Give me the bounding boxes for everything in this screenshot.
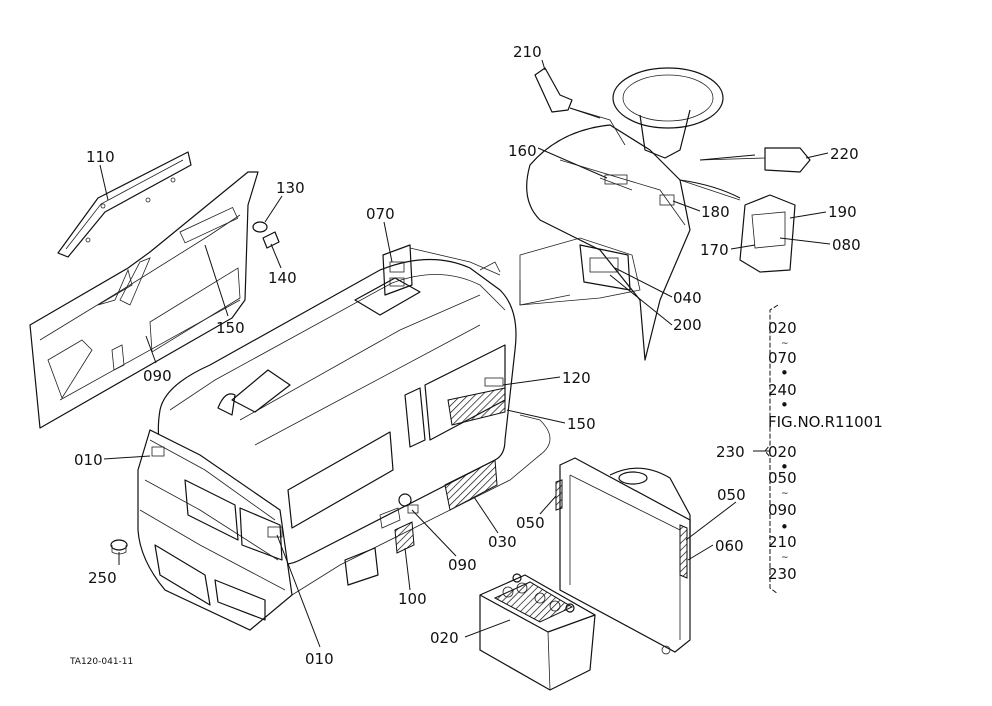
ref-group2-item: 230 xyxy=(768,565,797,583)
ref-group2-item: 050 xyxy=(768,469,797,487)
ref-group2-item: 210 xyxy=(768,533,797,551)
callout-110: 110 xyxy=(86,148,115,166)
battery-drawing xyxy=(479,573,596,691)
bullet-separator: • xyxy=(780,364,789,382)
callout-070: 070 xyxy=(366,205,395,223)
ref-group2-item: 020 xyxy=(768,443,797,461)
callout-060: 060 xyxy=(715,537,744,555)
callout-010: 010 xyxy=(74,451,103,469)
callout-130: 130 xyxy=(276,179,305,197)
callout-090: 090 xyxy=(448,556,477,574)
hood-drawing xyxy=(110,244,551,631)
range-tilde: ~ xyxy=(781,553,789,563)
footer-code: TA120-041-11 xyxy=(69,657,133,667)
ref-group1-item: 020 xyxy=(768,319,797,337)
bullet-separator: • xyxy=(780,396,789,414)
callout-040: 040 xyxy=(673,289,702,307)
callout-150: 150 xyxy=(567,415,596,433)
callout-050: 050 xyxy=(516,514,545,532)
bullet-separator: • xyxy=(780,458,789,476)
ref-group2-item: 090 xyxy=(768,501,797,519)
callout-250: 250 xyxy=(88,569,117,587)
callout-020: 020 xyxy=(430,629,459,647)
callout-170: 170 xyxy=(700,241,729,259)
callout-100: 100 xyxy=(398,590,427,608)
callout-200: 200 xyxy=(673,316,702,334)
callout-080: 080 xyxy=(832,236,861,254)
dashboard-drawing xyxy=(519,67,811,361)
callout-120: 120 xyxy=(562,369,591,387)
callout-030: 030 xyxy=(488,533,517,551)
side-panel-drawing xyxy=(29,151,280,429)
callout-150: 150 xyxy=(216,319,245,337)
callout-050: 050 xyxy=(717,486,746,504)
callout-160: 160 xyxy=(508,142,537,160)
range-tilde: ~ xyxy=(781,489,789,499)
callout-180: 180 xyxy=(701,203,730,221)
reference-list: 020 ~ 070 • 240 • FIG.NO.R11001 020 • 05… xyxy=(768,319,883,583)
radiator-drawing xyxy=(555,457,691,655)
ref-group1-item: 070 xyxy=(768,349,797,367)
callout-210: 210 xyxy=(513,43,542,61)
bullet-separator: • xyxy=(780,518,789,536)
range-tilde: ~ xyxy=(781,339,789,349)
ref-group1-item: 240 xyxy=(768,381,797,399)
callout-090: 090 xyxy=(143,367,172,385)
fig-number: FIG.NO.R11001 xyxy=(768,413,883,431)
callout-labels: 110 130 140 150 090 070 210 160 220 180 … xyxy=(74,43,861,668)
callout-190: 190 xyxy=(828,203,857,221)
callout-230: 230 xyxy=(716,443,745,461)
leader-lines xyxy=(99,59,831,648)
callout-140: 140 xyxy=(268,269,297,287)
callout-220: 220 xyxy=(830,145,859,163)
callout-010: 010 xyxy=(305,650,334,668)
